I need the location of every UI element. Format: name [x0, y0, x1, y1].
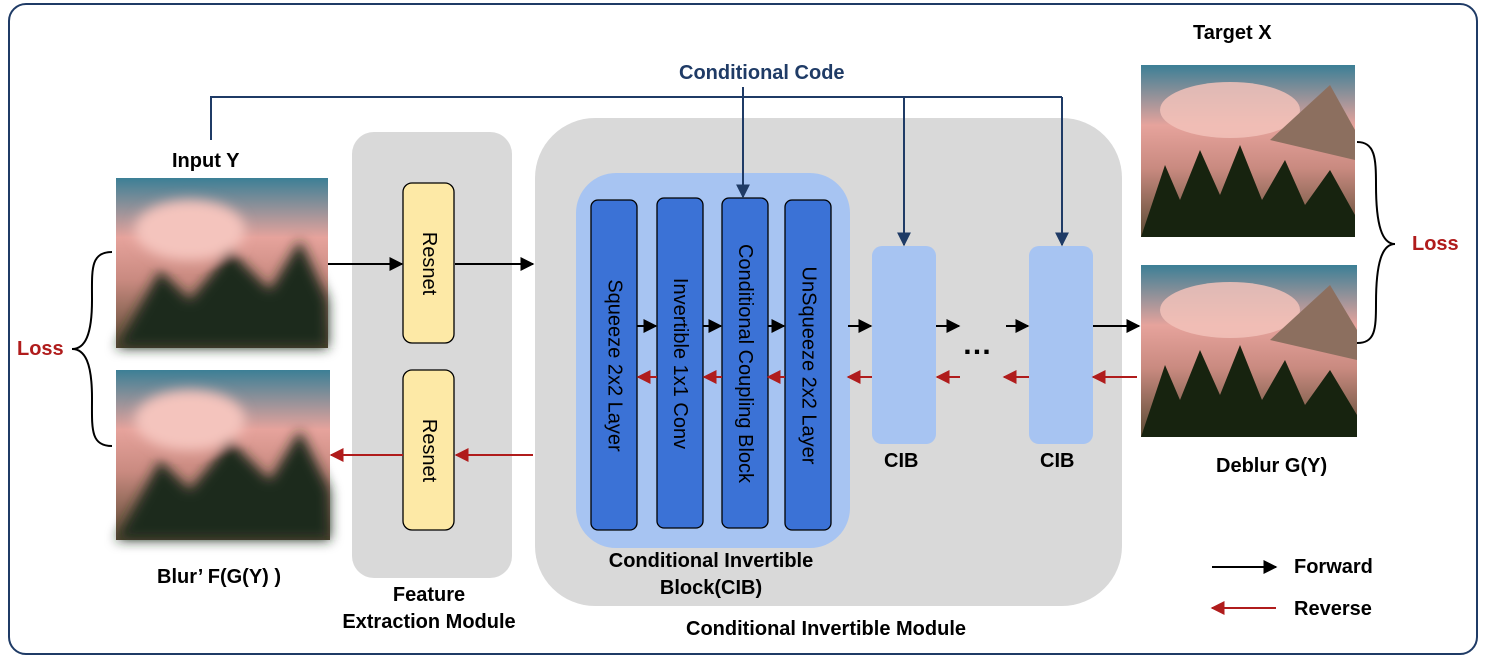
cib-1-label: CIB: [884, 450, 919, 472]
legend-forward-label: Forward: [1294, 556, 1373, 578]
deblur-image: [1141, 265, 1357, 437]
loss-right-label: Loss: [1412, 233, 1459, 255]
layer-coupling: Conditional Coupling Block: [722, 198, 768, 528]
layer-unsqueeze-label: UnSqueeze 2x2 Layer: [797, 266, 820, 464]
conditional-code-label: Conditional Code: [679, 62, 845, 84]
layer-squeeze-label: Squeeze 2x2 Layer: [603, 278, 626, 452]
resnet-bottom-label: Resnet: [418, 418, 440, 482]
layer-unsqueeze-box: [784, 199, 832, 531]
layer-invertible: Invertible 1x1 Conv: [657, 198, 703, 528]
cib-block-line2: Block(CIB): [659, 577, 763, 599]
layer-unsqueeze: UnSqueeze 2x2 Layer: [785, 200, 831, 530]
outer-frame: [8, 3, 1478, 655]
cib-block-bg: [576, 173, 850, 548]
input-label: Input Y: [172, 150, 240, 172]
cib-box-1: [872, 246, 936, 444]
target-image: [1141, 65, 1355, 237]
layer-squeeze: Squeeze 2x2 Layer: [591, 200, 637, 530]
feature-module-line2: Extraction Module: [342, 611, 516, 633]
cib-block-line1: Conditional Invertible: [608, 550, 814, 572]
feature-module-line1: Feature: [392, 584, 466, 606]
feature-extraction-module-bg: [352, 132, 512, 578]
input-image: [116, 178, 328, 348]
layer-invertible-label: Invertible 1x1 Conv: [669, 277, 692, 449]
left-loss-brace: [71, 251, 113, 447]
target-label: Target X: [1193, 22, 1272, 44]
legend-reverse-label: Reverse: [1294, 598, 1372, 620]
resnet-top-label: Resnet: [418, 231, 440, 295]
layer-invertible-box: [656, 197, 704, 529]
cib-block-label: Conditional Invertible Block(CIB): [580, 550, 842, 600]
loss-left-label: Loss: [17, 338, 64, 360]
layer-squeeze-box: [590, 199, 638, 531]
blur-prime-label: Blur’ F(G(Y) ): [157, 566, 282, 588]
resnet-top: Resnet: [403, 183, 454, 343]
blur-prime-image: [116, 370, 330, 540]
conditional-code-line: [210, 96, 1062, 140]
cib-box-2: [1029, 246, 1093, 444]
resnet-bottom-box: [402, 369, 455, 531]
cim-module-label: Conditional Invertible Module: [686, 618, 966, 640]
resnet-bottom: Resnet: [403, 370, 454, 530]
right-loss-brace: [1356, 141, 1396, 344]
layer-coupling-label: Conditional Coupling Block: [734, 243, 757, 483]
feature-module-label: Feature Extraction Module: [322, 584, 536, 634]
ellipsis-label: …: [962, 328, 992, 361]
deblur-label: Deblur G(Y): [1216, 455, 1328, 477]
cib-2-label: CIB: [1040, 450, 1075, 472]
